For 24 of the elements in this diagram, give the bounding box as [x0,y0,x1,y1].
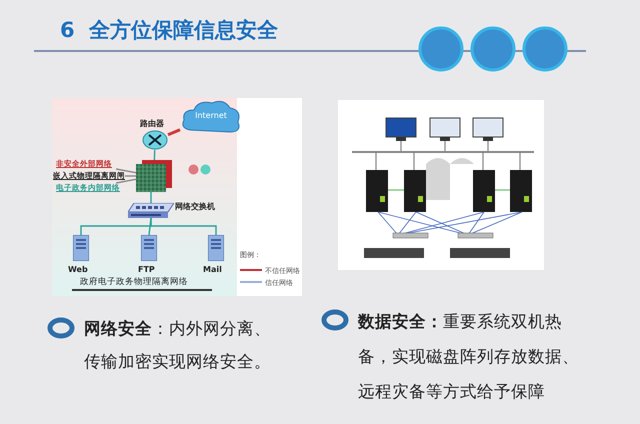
connector-line [116,168,136,174]
cloud-label: Internet [194,111,228,120]
gateway-icon [136,160,172,192]
connector-line [125,175,136,177]
bullet-text: 数据安全：重要系统双机热备，实现磁盘阵列存放数据、远程灾备等方式给予保障 [358,311,580,403]
network-switch-icon [128,203,174,218]
router-icon [142,130,168,150]
device-label: 路由器 [140,118,164,129]
device-label: FTP [138,265,155,274]
device-label: Web [68,265,88,274]
connector-line [154,150,156,160]
server-icon [141,235,157,261]
connector-line [116,178,136,184]
slide-title: 6 全方位保障信息安全 [60,17,278,44]
server-icon [73,235,89,261]
connector-line [150,218,217,235]
connector-line [167,128,181,136]
device-label: Mail [203,265,222,274]
device-label: 网络交换机 [175,201,215,212]
bullet-text: 网络安全：内外网分离、传输加密实现网络安全。 [84,318,272,373]
connector-line [148,218,152,236]
connector-line [150,192,152,203]
network-caption: 政府电子政务物理隔离网络 [80,276,188,288]
server-icon [208,235,224,261]
